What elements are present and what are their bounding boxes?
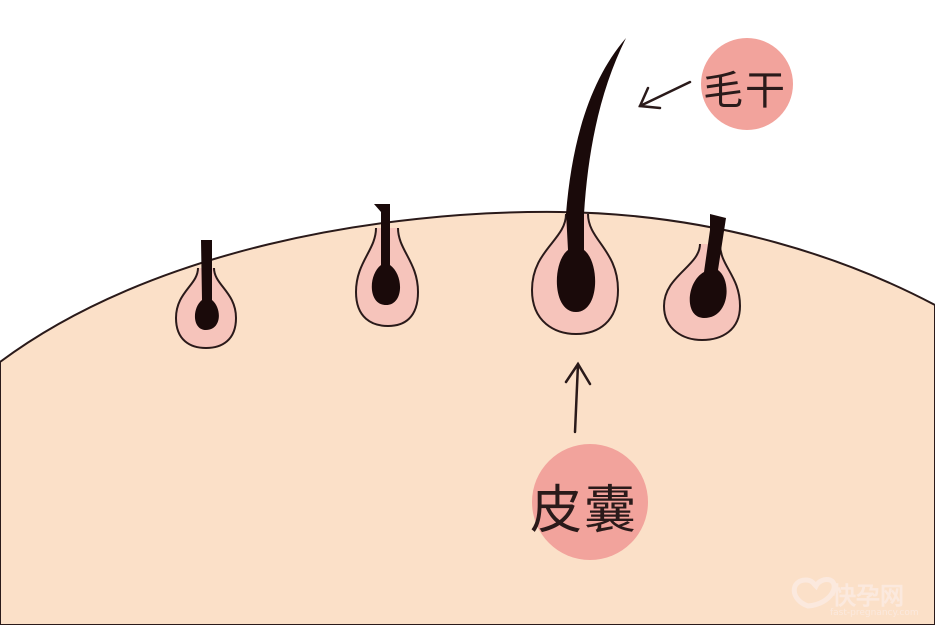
skin-surface [0,210,935,625]
follicle-3 [530,38,626,336]
follicle-1 [174,240,238,350]
follicle-2 [354,204,420,328]
hair-shaft-label-bubble [701,38,793,130]
arrow-to-follicle [564,361,592,434]
watermark-logo-icon [791,577,837,609]
hair-shaft [566,38,626,214]
watermark-url: fast-pregnancy.com [830,608,919,618]
hair-follicle-label: 皮囊 [530,481,639,541]
watermark-name: 快孕网 [832,582,904,610]
follicle-label-bubble [532,444,648,560]
follicle-4 [662,214,742,342]
hair-shaft-label: 毛干 [703,68,787,114]
arrow-to-hair-shaft [638,80,692,110]
